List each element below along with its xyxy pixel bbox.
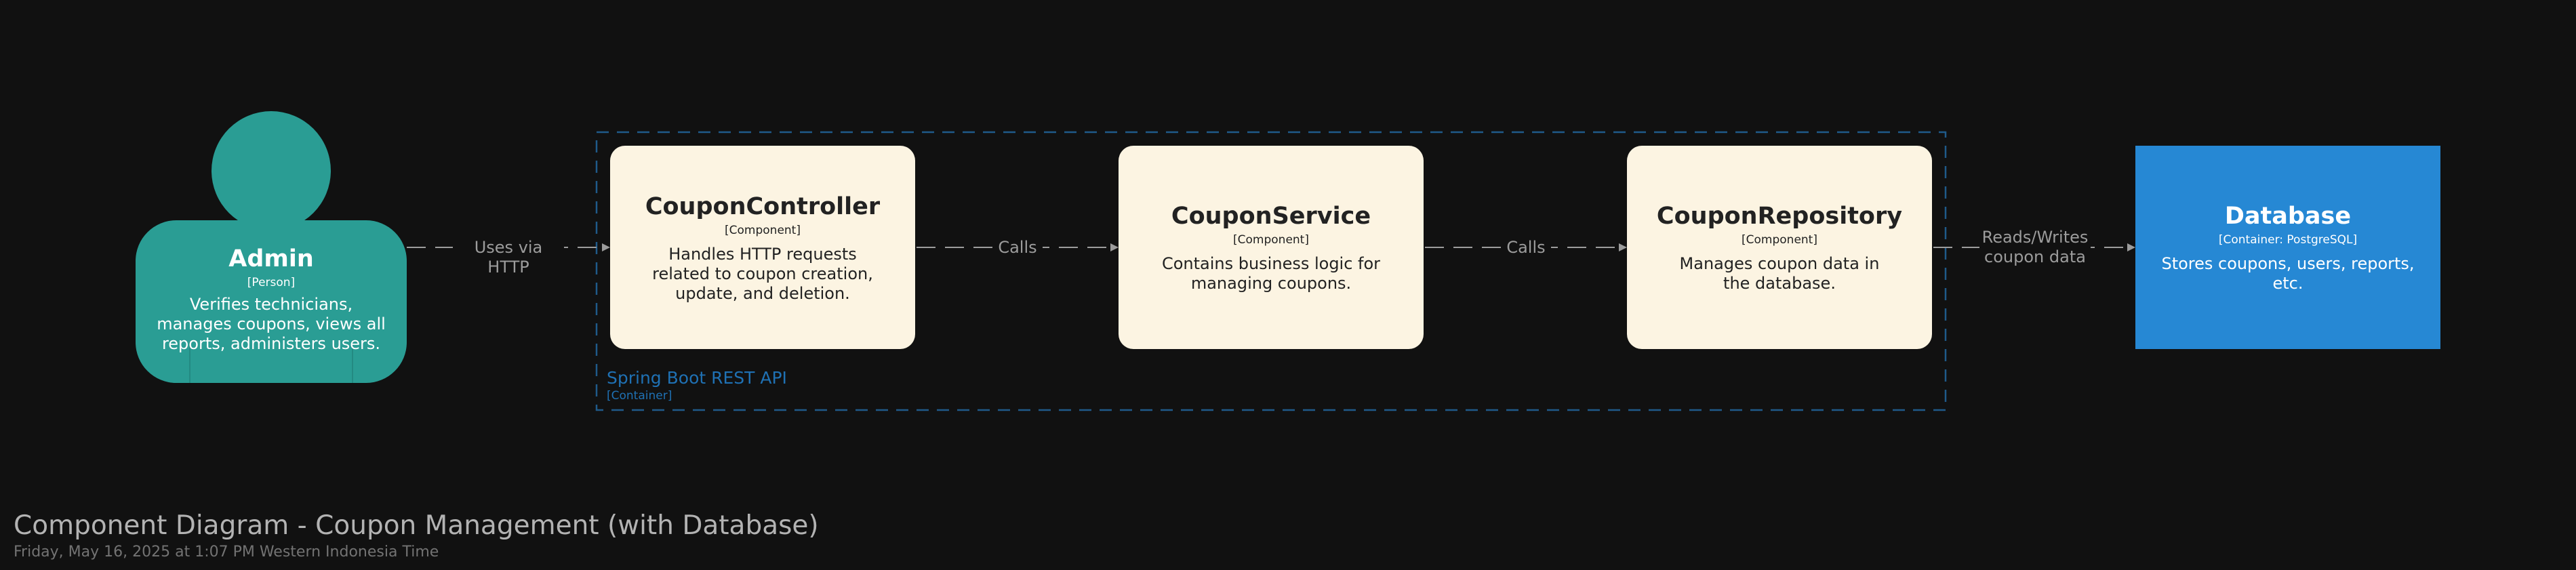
boundary-title: Spring Boot REST API [607,368,787,388]
component-description: Handles HTTP requests related to coupon … [652,244,873,303]
component-coupon-controller[interactable]: CouponController [Component] Handles HTT… [610,146,915,349]
component-description: Contains business logic for managing cou… [1161,254,1381,293]
component-type: [Component] [1742,233,1817,247]
person-type: [Person] [247,276,296,289]
container-database[interactable]: Database [Container: PostgreSQL] Stores … [2135,146,2440,349]
component-coupon-repository[interactable]: CouponRepository [Component] Manages cou… [1627,146,1932,349]
component-title: CouponRepository [1656,203,1903,230]
container-boundary [595,131,1947,411]
component-title: CouponService [1171,203,1371,230]
component-coupon-service[interactable]: CouponService [Component] Contains busin… [1119,146,1424,349]
diagram-timestamp: Friday, May 16, 2025 at 1:07 PM Western … [14,544,439,561]
person-head [212,111,331,230]
database-title: Database [2224,203,2352,230]
component-title: CouponController [645,192,881,220]
diagram-title: Component Diagram - Coupon Management (w… [14,510,819,541]
edge-label-calls-2: Calls [1501,238,1551,258]
component-type: [Component] [1233,233,1309,247]
boundary-type: [Container] [607,389,672,403]
component-description: Manages coupon data in the database. [1679,254,1880,293]
person-body [136,220,407,383]
database-type: [Container: PostgreSQL] [2218,233,2358,247]
component-type: [Component] [725,223,801,237]
edge-label-uses-http: Uses via HTTP [453,238,564,277]
database-description: Stores coupons, users, reports, etc. [2161,254,2415,293]
person-description: Verifies technicians, manages coupons, v… [157,295,386,353]
person-shape [136,111,407,383]
edge-label-reads-writes: Reads/Writes coupon data [1979,228,2091,267]
person-name: Admin [228,245,314,272]
edge-label-calls-1: Calls [992,238,1043,258]
